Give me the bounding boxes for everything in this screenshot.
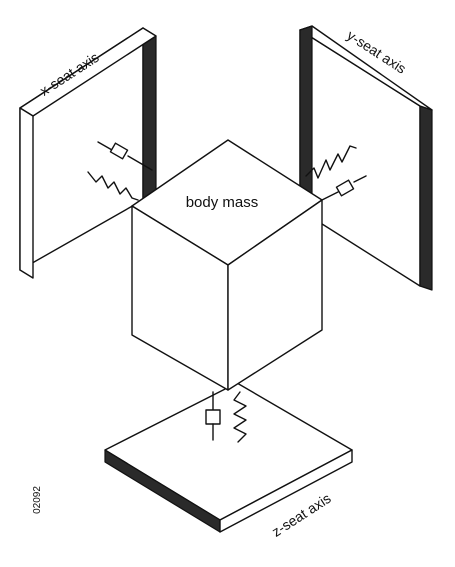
x-seat-axis-plate bbox=[19, 27, 157, 279]
y-axis-spring bbox=[305, 145, 357, 179]
figure-code-label: 02092 bbox=[32, 486, 43, 514]
x-axis-damper bbox=[97, 141, 153, 171]
body-mass-label: body mass bbox=[186, 194, 259, 211]
x-axis-spring bbox=[87, 171, 139, 201]
z-seat-axis-plate bbox=[104, 382, 353, 533]
y-axis-damper bbox=[321, 175, 367, 201]
z-axis-spring bbox=[233, 391, 247, 443]
y-seat-axis-plate bbox=[299, 25, 433, 291]
z-axis-damper bbox=[205, 391, 221, 441]
body-mass-cube bbox=[131, 139, 323, 391]
